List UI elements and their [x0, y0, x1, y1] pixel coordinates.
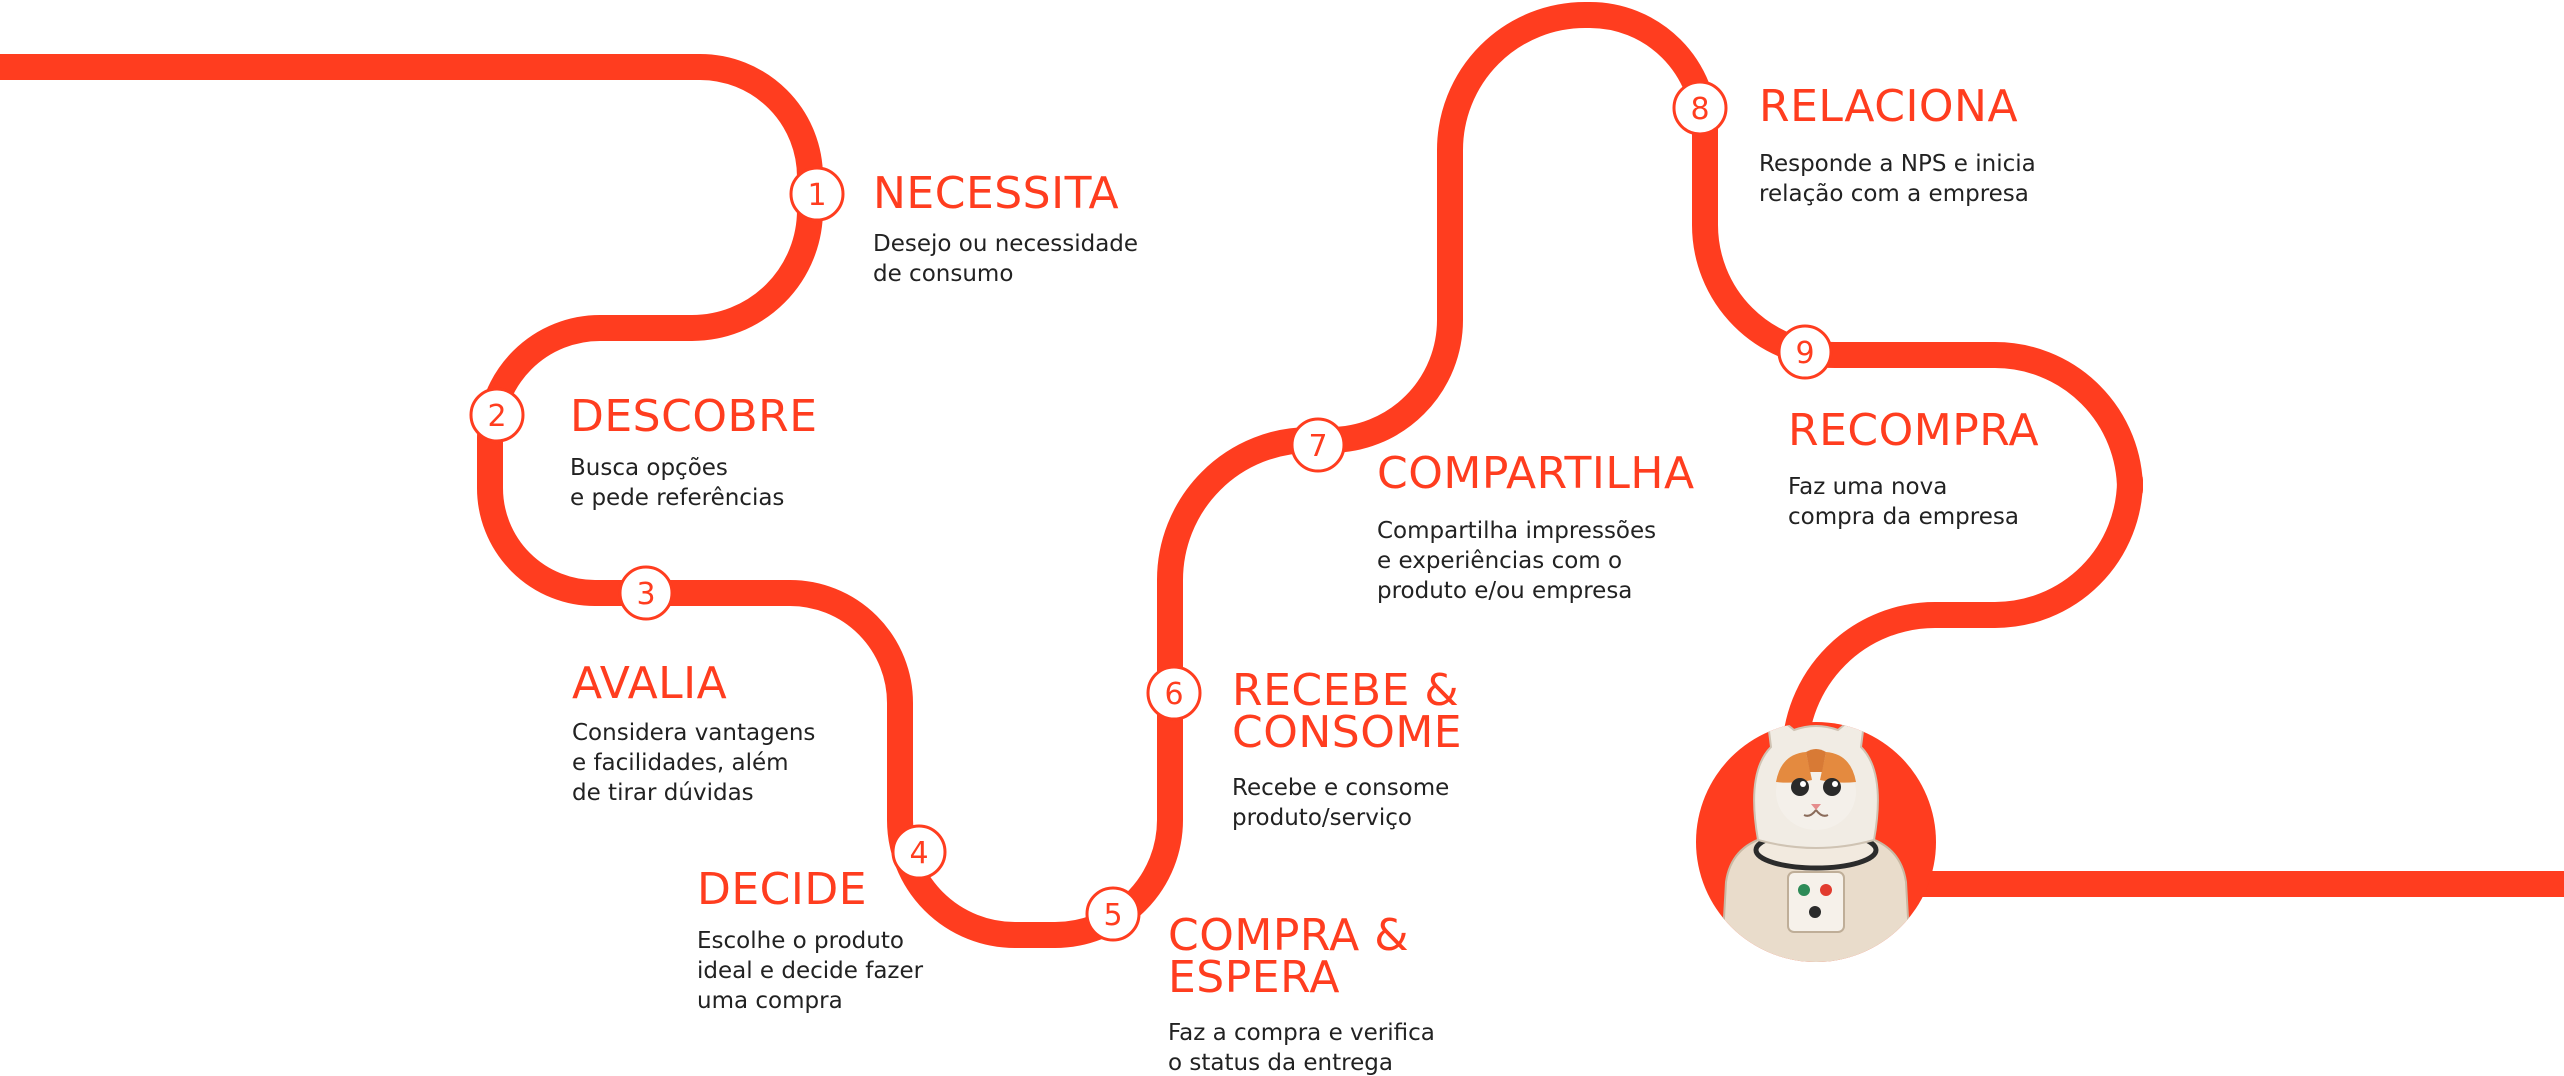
step-marker [1290, 417, 1346, 473]
step-title: DESCOBRE [570, 391, 818, 442]
step-marker [789, 166, 845, 222]
step-marker [1672, 80, 1728, 136]
step-description: ideal e decide fazer [697, 958, 924, 984]
step-description: Faz a compra e verifica [1168, 1020, 1435, 1046]
step-description: compra da empresa [1788, 504, 2019, 530]
step-description: Faz uma nova [1788, 474, 1947, 500]
step-description: Desejo ou necessidade [873, 231, 1138, 257]
step-title: RECOMPRA [1788, 405, 2039, 456]
step-description: e facilidades, além [572, 750, 789, 776]
step-description: Responde a NPS e inicia [1759, 151, 2036, 177]
step-description: e experiências com o [1377, 548, 1622, 574]
step-marker [618, 565, 674, 621]
step-number: 8 [1690, 92, 1709, 127]
step-description: uma compra [697, 988, 843, 1014]
step-description: Busca opções [570, 455, 728, 481]
step-8: 8 RELACIONA Responde a NPS e inicia relação… [1672, 80, 2036, 207]
step-1: 1 NECESSITA Desejo ou necessidade de consum… [789, 166, 1138, 287]
step-description: e pede referências [570, 485, 784, 511]
astronaut-cat-icon [1696, 722, 1936, 962]
step-description: relação com a empresa [1759, 181, 2029, 207]
step-title: AVALIA [572, 658, 727, 709]
step-title: NECESSITA [873, 168, 1119, 219]
step-title: CONSOME [1232, 707, 1462, 758]
step-marker [1777, 324, 1833, 380]
step-description: Compartilha impressões [1377, 518, 1656, 544]
step-description: Recebe e consome [1232, 775, 1449, 801]
step-title: COMPRA & [1168, 910, 1409, 961]
step-description: de consumo [873, 261, 1013, 287]
step-number: 2 [487, 399, 506, 434]
step-number: 6 [1164, 677, 1183, 712]
step-title: DECIDE [697, 864, 867, 915]
step-description: produto e/ou empresa [1377, 578, 1632, 604]
step-title: COMPARTILHA [1377, 448, 1695, 499]
step-description: o status da entrega [1168, 1050, 1393, 1076]
step-number: 7 [1308, 429, 1327, 464]
step-marker [1146, 665, 1202, 721]
step-marker [469, 387, 525, 443]
step-title: RELACIONA [1759, 81, 2018, 132]
step-description: Considera vantagens [572, 720, 815, 746]
journey-path [0, 2, 2143, 948]
step-title: RECEBE & [1232, 665, 1459, 716]
step-number: 3 [636, 577, 655, 612]
step-number: 9 [1795, 336, 1814, 371]
step-marker [1085, 886, 1141, 942]
step-number: 5 [1103, 898, 1122, 933]
step-description: produto/serviço [1232, 805, 1412, 831]
step-description: de tirar dúvidas [572, 780, 754, 806]
step-5: 5 COMPRA &ESPERA Faz a compra e verifica o … [1085, 886, 1435, 1076]
step-title: ESPERA [1168, 952, 1340, 1003]
step-marker [891, 824, 947, 880]
step-number: 4 [909, 836, 928, 871]
step-description: Escolhe o produto [697, 928, 904, 954]
step-2: 2 DESCOBRE Busca opções e pede referências [469, 387, 818, 511]
step-number: 1 [807, 178, 826, 213]
step-6: 6 RECEBE &CONSOME Recebe e consome produto/… [1146, 665, 1462, 831]
